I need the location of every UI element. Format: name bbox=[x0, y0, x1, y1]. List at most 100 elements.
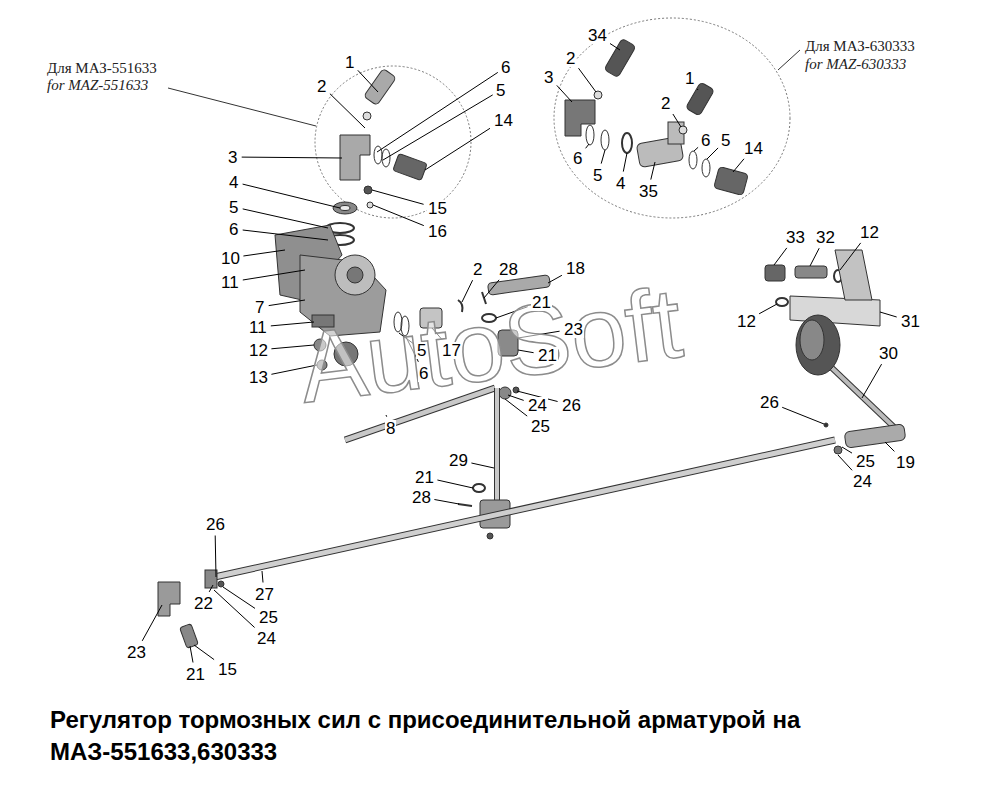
callout-number: 25 bbox=[258, 609, 279, 626]
callout-number: 5 bbox=[228, 199, 239, 216]
callout-number: 18 bbox=[565, 260, 586, 277]
leader-line bbox=[243, 230, 328, 240]
model-note: Для МАЗ-630333 bbox=[805, 38, 915, 55]
callout-number: 2 bbox=[472, 261, 483, 278]
model-note: for MAZ-551633 bbox=[47, 77, 148, 94]
leader-line bbox=[377, 72, 498, 152]
leader-line bbox=[243, 250, 285, 256]
leader-line bbox=[373, 205, 424, 226]
leader-line bbox=[651, 162, 655, 180]
callout-number: 14 bbox=[493, 112, 514, 129]
callout-number: 5 bbox=[592, 167, 603, 184]
callout-number: 34 bbox=[587, 27, 608, 44]
callout-number: 12 bbox=[859, 224, 880, 241]
leader-line bbox=[190, 646, 193, 663]
callout-number: 35 bbox=[638, 183, 659, 200]
leader-line bbox=[425, 128, 490, 170]
callout-number: 6 bbox=[228, 221, 239, 238]
callout-number: 1 bbox=[684, 70, 695, 87]
leader-line bbox=[557, 85, 572, 102]
leader-line bbox=[243, 209, 328, 228]
callout-number: 6 bbox=[700, 132, 711, 149]
leader-line bbox=[880, 312, 897, 317]
leader-line bbox=[194, 645, 214, 660]
callout-number: 26 bbox=[205, 516, 226, 533]
callout-number: 21 bbox=[414, 469, 435, 486]
model-note: Для МАЗ-551633 bbox=[47, 60, 157, 77]
callout-number: 17 bbox=[441, 342, 462, 359]
callout-number: 24 bbox=[256, 630, 277, 647]
leader-line bbox=[697, 89, 699, 90]
leader-line bbox=[694, 147, 698, 151]
leader-line bbox=[782, 407, 824, 424]
callout-number: 21 bbox=[531, 294, 552, 311]
leader-line bbox=[579, 68, 597, 92]
leader-line bbox=[209, 585, 213, 592]
callout-number: 5 bbox=[720, 132, 731, 149]
leader-line bbox=[243, 184, 340, 208]
leader-line bbox=[330, 94, 365, 128]
model-note: for MAZ-630333 bbox=[805, 56, 906, 73]
callout-number: 13 bbox=[248, 369, 269, 386]
leader-line bbox=[434, 500, 459, 505]
callout-number: 30 bbox=[878, 345, 899, 362]
leader-line bbox=[437, 480, 473, 488]
callout-number: 32 bbox=[815, 229, 836, 246]
leader-line bbox=[262, 571, 263, 583]
callout-number: 15 bbox=[427, 200, 448, 217]
callout-number: 14 bbox=[743, 140, 764, 157]
callout-number: 28 bbox=[498, 261, 519, 278]
callout-number: 21 bbox=[537, 347, 558, 364]
leader-line bbox=[838, 455, 852, 470]
leader-line bbox=[885, 442, 894, 451]
leader-line bbox=[142, 605, 162, 641]
callout-number: 7 bbox=[254, 299, 265, 316]
leader-line bbox=[505, 399, 527, 416]
leader-line bbox=[774, 248, 787, 265]
callout-number: 2 bbox=[316, 78, 327, 95]
callout-number: 23 bbox=[126, 644, 147, 661]
callout-number: 4 bbox=[615, 175, 626, 192]
callout-number: 2 bbox=[660, 95, 671, 112]
callout-number: 5 bbox=[495, 82, 506, 99]
leader-line bbox=[548, 275, 562, 283]
callout-number: 1 bbox=[344, 54, 355, 71]
leader-line bbox=[386, 415, 388, 417]
leader-line bbox=[842, 447, 852, 453]
leader-line bbox=[733, 159, 744, 172]
callout-number: 11 bbox=[220, 274, 240, 291]
callout-number: 22 bbox=[193, 595, 214, 612]
leader-line bbox=[243, 270, 305, 280]
callout-number: 3 bbox=[227, 149, 238, 166]
callout-number: 12 bbox=[736, 313, 757, 330]
leader-line bbox=[623, 153, 627, 172]
callout-number: 31 bbox=[900, 313, 921, 330]
callout-number: 16 bbox=[427, 223, 448, 240]
leader-line bbox=[214, 590, 255, 628]
callout-number: 8 bbox=[385, 420, 396, 437]
callout-number: 3 bbox=[543, 69, 554, 86]
leader-line bbox=[759, 304, 777, 314]
callout-number: 27 bbox=[254, 586, 275, 603]
callout-number: 6 bbox=[500, 59, 511, 76]
callout-number: 4 bbox=[228, 174, 239, 191]
leader-line bbox=[242, 157, 342, 159]
callout-number: 6 bbox=[572, 150, 583, 167]
diagram-title: Регулятор тормозных сил с присоединитель… bbox=[50, 704, 990, 768]
leader-line bbox=[358, 70, 378, 92]
leader-line bbox=[601, 150, 605, 164]
callout-number: 10 bbox=[220, 250, 241, 267]
callout-number: 28 bbox=[411, 489, 432, 506]
callout-number: 21 bbox=[185, 666, 206, 683]
leader-line bbox=[223, 587, 255, 608]
leader-line bbox=[673, 114, 681, 127]
leader-line bbox=[707, 148, 718, 159]
leader-line bbox=[840, 243, 861, 270]
callout-number: 6 bbox=[418, 365, 429, 382]
callout-number: 29 bbox=[448, 452, 469, 469]
callout-number: 33 bbox=[785, 229, 806, 246]
leader-line bbox=[372, 190, 424, 204]
callout-number: 26 bbox=[561, 397, 582, 414]
callout-number: 26 bbox=[759, 394, 780, 411]
